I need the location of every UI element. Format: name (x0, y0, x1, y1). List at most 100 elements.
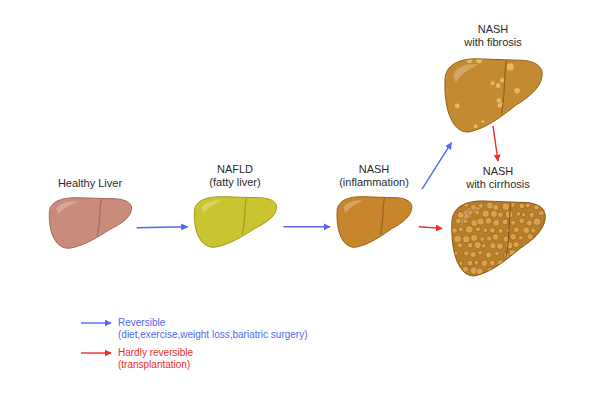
stage-label: NASH (314, 163, 434, 176)
cirrhosis-nodule (518, 235, 523, 240)
cirrhosis-nodule (489, 260, 495, 266)
cirrhosis-nodule (519, 250, 525, 256)
fibrosis-spot (455, 104, 460, 109)
cirrhosis-nodule (485, 252, 491, 258)
liver-highlight (344, 200, 363, 213)
lobe-divider (380, 198, 384, 235)
liver-outline (49, 198, 131, 249)
cirrhosis-nodule (474, 241, 481, 248)
cirrhosis-nodule (502, 203, 510, 211)
legend-note: (diet,exercise,weight loss,bariatric sur… (118, 329, 308, 341)
cirrhosis-nodule (470, 252, 476, 258)
cirrhosis-nodule (541, 267, 548, 274)
cirrhosis-nodule (496, 243, 503, 250)
fibrosis-spot (514, 88, 520, 94)
legend-text: Hardly reversible (118, 347, 193, 359)
cirrhosis-nodule (464, 250, 470, 256)
progression-arrow (493, 126, 498, 161)
cirrhosis-nodule (490, 243, 496, 249)
cirrhosis-nodule (539, 258, 547, 266)
fibrosis-spot (497, 98, 502, 103)
lobe-divider (501, 60, 506, 113)
cirrhosis-nodule (502, 219, 508, 225)
liver-body (337, 197, 412, 248)
cirrhosis-nodule (519, 218, 525, 224)
progression-arrow (283, 226, 330, 227)
cirrhosis-nodule (511, 220, 516, 225)
cirrhosis-nodule (467, 260, 473, 266)
cirrhosis-nodule (522, 274, 529, 281)
cirrhosis-nodule (541, 234, 548, 241)
cirrhosis-nodule (465, 225, 473, 233)
cirrhosis-nodule (506, 242, 513, 249)
cirrhosis-nodule (488, 193, 496, 201)
cirrhosis-nodule (474, 260, 479, 265)
cirrhosis-nodule (529, 212, 535, 218)
cirrhosis-nodule (478, 203, 483, 208)
cirrhosis-nodule (518, 268, 524, 274)
cirrhosis-nodule (493, 219, 500, 226)
progression-arrow (422, 143, 451, 189)
cirrhosis-nodule (530, 241, 537, 248)
cirrhosis-nodule (506, 194, 512, 200)
cirrhosis-nodule (498, 273, 505, 280)
cirrhosis-nodule (514, 194, 520, 200)
cirrhosis-nodule (524, 196, 529, 201)
cirrhosis-nodule (486, 202, 493, 209)
liver-outline (337, 197, 412, 248)
liver-outline (194, 197, 276, 248)
lobe-divider (506, 203, 511, 257)
liver-body (452, 201, 546, 276)
liver-highlight (202, 200, 223, 213)
stage-label: with fibrosis (433, 36, 553, 49)
cirrhosis-nodule (531, 228, 536, 233)
liver-outline (452, 201, 546, 276)
cirrhosis-nodule (449, 275, 456, 282)
cirrhosis-nodule (500, 195, 505, 200)
legend-arrow (81, 322, 111, 323)
cirrhosis-nodule (452, 228, 458, 234)
cirrhosis-nodule (530, 275, 534, 279)
cirrhosis-nodule (541, 249, 548, 256)
liver-stage: NASHwith fibrosis (433, 23, 553, 136)
cirrhosis-nodule (456, 193, 464, 201)
cirrhosis-nodule (463, 219, 468, 224)
cirrhosis-nodule (538, 243, 544, 249)
legend-text: Reversible (118, 317, 165, 329)
stage-label: with cirrhosis (438, 178, 558, 191)
cirrhosis-nodule (493, 204, 499, 210)
cirrhosis-nodule (457, 243, 462, 248)
liver-highlight (57, 201, 78, 214)
fibrosis-spot (476, 57, 482, 63)
fibrosis-spot (474, 124, 478, 128)
stage-label: NASH (438, 165, 558, 178)
cirrhosis-nodule (475, 227, 480, 232)
cirrhosis-nodule (510, 234, 517, 241)
liver-stage: NASH(inflammation) (314, 163, 434, 250)
cirrhosis-nodule (482, 210, 490, 218)
cirrhosis-nodule (527, 253, 532, 258)
stage-label: (fatty liver) (175, 176, 295, 189)
cirrhosis-nodule (523, 227, 530, 234)
fibrosis-spot (491, 81, 495, 85)
cirrhosis-nodule (467, 242, 473, 248)
fibrosis-spot (505, 111, 511, 117)
cirrhosis-nodule (526, 267, 532, 273)
progression-arrow (419, 227, 442, 229)
cirrhosis-nodule (507, 260, 512, 265)
cirrhosis-nodule (513, 227, 519, 233)
legend-row: Hardly reversible (80, 347, 193, 359)
legend-note: (transplantation) (118, 359, 190, 371)
fibrosis-spot (507, 63, 514, 70)
cirrhosis-nodule (516, 259, 521, 264)
cirrhosis-nodule (478, 250, 483, 255)
cirrhosis-nodule (536, 193, 543, 200)
cirrhosis-nodule (533, 218, 541, 226)
cirrhosis-nodule (458, 227, 463, 232)
liver-illustration (441, 52, 545, 136)
fibrosis-spot (467, 57, 473, 63)
liver-outline (445, 59, 542, 132)
liver-highlight (453, 64, 478, 83)
cirrhosis-nodule (455, 201, 462, 208)
stage-label: NAFLD (175, 163, 295, 176)
